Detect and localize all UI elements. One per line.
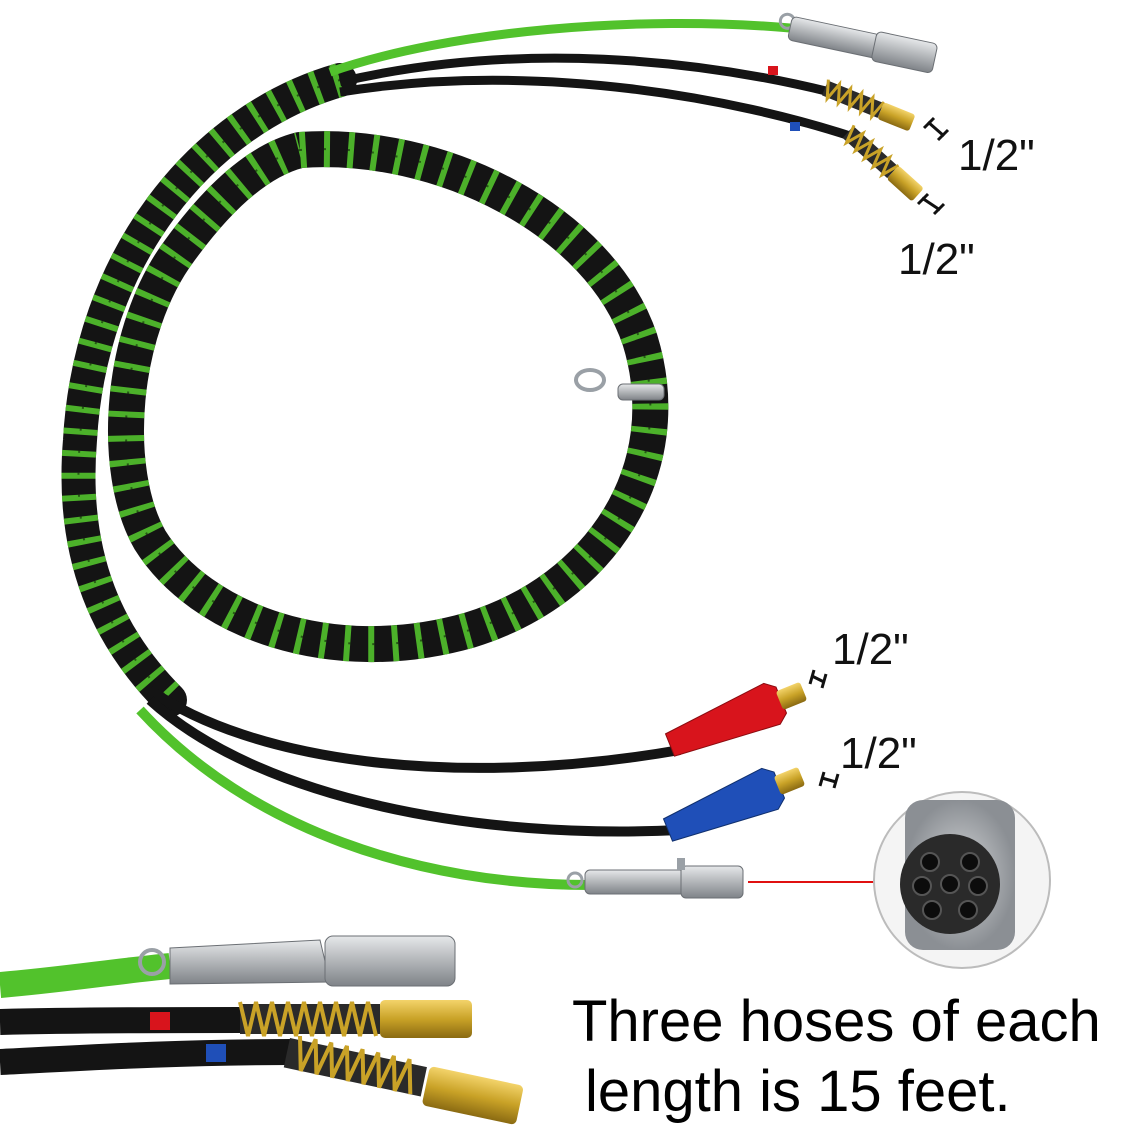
- bottom-hose-leads: [136, 685, 681, 890]
- top-air-fitting-1: [822, 79, 915, 131]
- caption-line-2: length is 15 feet.: [585, 1059, 1011, 1124]
- fitting-size-label: 1/2": [840, 729, 917, 778]
- top-electrical-plug: [778, 12, 938, 74]
- caption-line-1: Three hoses of each: [572, 989, 1101, 1054]
- wrap-clip: [574, 368, 665, 401]
- fitting-size-label: 1/2": [898, 235, 975, 284]
- spiral-wrap-coil: [61, 63, 669, 717]
- blue-gladhand-handle: [662, 767, 805, 842]
- dimension-marker-icon: [808, 669, 840, 789]
- red-gladhand-handle: [664, 682, 807, 757]
- closeup-hose-ends: [0, 935, 523, 1125]
- bottom-electrical-plug: [566, 858, 744, 899]
- top-air-fitting-2: [842, 124, 923, 201]
- dimension-marker-icon: [916, 116, 950, 216]
- socket-closeup: [873, 791, 1051, 969]
- top-hose-leads: [328, 18, 852, 141]
- fitting-size-label: 1/2": [958, 131, 1035, 180]
- fitting-size-label: 1/2": [832, 625, 909, 674]
